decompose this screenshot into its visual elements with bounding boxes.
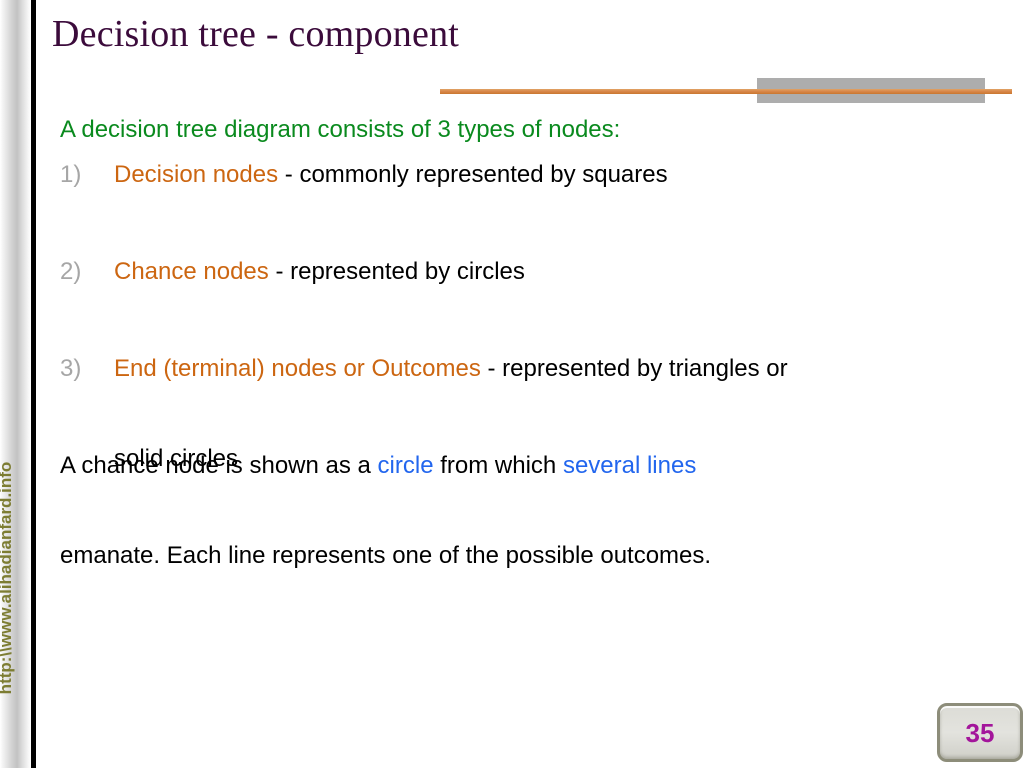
list-item-term: Decision nodes: [114, 161, 279, 188]
sidebar-url-watermark: http:\\www.alihadianfard.info: [0, 0, 31, 768]
list-item-term: Chance nodes: [114, 258, 269, 285]
paragraph-text-part2: from which: [433, 452, 563, 479]
page-number-badge: 35: [937, 703, 1023, 762]
list-item-text: Chance nodes - represented by circles: [114, 259, 1010, 284]
paragraph-text-part1: A chance node is shown as a: [60, 452, 378, 479]
list-item: 2) Chance nodes - represented by circles: [60, 259, 1010, 356]
list-item-text: Decision nodes - commonly represented by…: [114, 162, 1010, 187]
sidebar-gradient-strip: [0, 0, 31, 768]
sidebar-url-text: http:\\www.alihadianfard.info: [0, 461, 15, 695]
paragraph-highlight-circle: circle: [377, 452, 434, 479]
list-item-text: End (terminal) nodes or Outcomes - repre…: [114, 356, 1010, 381]
slide-body: A decision tree diagram consists of 3 ty…: [60, 116, 1010, 569]
sidebar-vertical-rule: [31, 0, 36, 768]
paragraph-line-2: emanate. Each line represents one of the…: [60, 542, 712, 569]
list-item-continuation: solid circles: [114, 445, 239, 472]
list-item-rest: - represented by triangles or: [480, 355, 788, 382]
paragraph-line-1: A chance node is shown as a circle from …: [60, 453, 1010, 543]
paragraph-highlight-several-lines: several lines: [562, 452, 697, 479]
lead-sentence: A decision tree diagram consists of 3 ty…: [60, 116, 621, 143]
list-item-marker: 2): [60, 258, 82, 285]
page-title: Decision tree - component: [52, 13, 460, 55]
list-item-rest: - commonly represented by squares: [278, 161, 668, 188]
list-item: 1) Decision nodes - commonly represented…: [60, 162, 1010, 259]
list-item-marker: 3): [60, 355, 82, 382]
list-item-rest: - represented by circles: [268, 258, 525, 285]
list-item-marker: 1): [60, 161, 82, 188]
list-item: 3) End (terminal) nodes or Outcomes - re…: [60, 355, 1010, 471]
divider-orange-line: [440, 89, 1012, 94]
list-item-term: End (terminal) nodes or Outcomes: [114, 355, 481, 382]
page-number-value: 35: [965, 717, 995, 748]
